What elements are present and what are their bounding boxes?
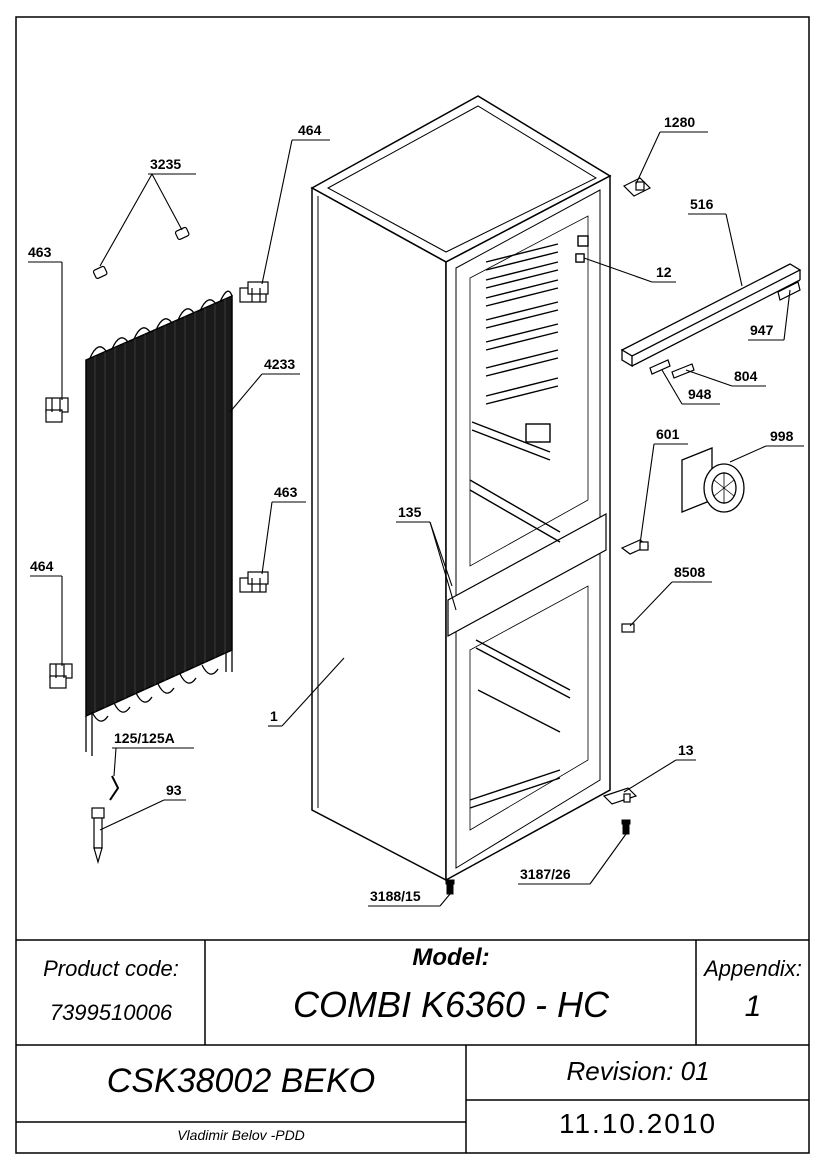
cabinet-body — [310, 95, 612, 882]
pipe-part-125 — [109, 775, 120, 801]
fan-part-998 — [681, 447, 745, 513]
foot-part-3187 — [621, 819, 631, 835]
product-code-label: Product code: — [43, 956, 179, 981]
clip-part-463-right — [239, 571, 269, 593]
callout-601: 601 — [656, 426, 680, 442]
drain-part-93 — [91, 807, 105, 865]
leader-lines — [28, 131, 804, 907]
callout-125-125a: 125/125A — [114, 730, 175, 746]
callout-12: 12 — [656, 264, 672, 280]
model-label: Model: — [412, 944, 490, 971]
callout-1280: 1280 — [664, 114, 695, 130]
callout-3188-15: 3188/15 — [370, 888, 421, 904]
callout-948: 948 — [688, 386, 712, 402]
part-12 — [575, 253, 585, 263]
revision: Revision: 01 — [566, 1056, 710, 1086]
callout-464-upper: 464 — [298, 122, 322, 138]
callout-463-right: 463 — [274, 484, 298, 500]
callout-804: 804 — [734, 368, 758, 384]
callout-463-left: 463 — [28, 244, 52, 260]
callout-464-left: 464 — [30, 558, 54, 574]
clip-part-463-left — [45, 397, 69, 423]
drawing-frame — [15, 16, 810, 1154]
callout-8508: 8508 — [674, 564, 705, 580]
callout-1: 1 — [270, 708, 278, 724]
part-947 — [777, 281, 801, 301]
model-value: COMBI K6360 - HC — [292, 984, 610, 1025]
callout-93: 93 — [166, 782, 182, 798]
callout-4233: 4233 — [264, 356, 295, 372]
callout-516: 516 — [690, 196, 714, 212]
foot-part-3188 — [445, 879, 455, 895]
callout-3187-26: 3187/26 — [520, 866, 571, 882]
author: Vladimir Belov -PDD — [177, 1127, 305, 1143]
plug-part-3235 — [92, 226, 190, 280]
callout-998: 998 — [770, 428, 794, 444]
appendix-label: Appendix: — [704, 956, 802, 981]
callout-135: 135 — [398, 504, 422, 520]
title-block-grid — [16, 939, 809, 1153]
clip-part-464-right — [239, 281, 269, 303]
appendix-value: 1 — [744, 990, 762, 1023]
cover-part-516 — [620, 263, 802, 368]
hinge-part-601 — [620, 539, 650, 555]
catalog-number: CSK38002 BEKO — [106, 1062, 376, 1100]
part-8508 — [621, 623, 635, 633]
condenser-part — [85, 290, 233, 756]
callout-13: 13 — [678, 742, 694, 758]
revision-date: 11.10.2010 — [558, 1108, 718, 1139]
product-code-value: 7399510006 — [49, 1000, 173, 1025]
callout-3235: 3235 — [150, 156, 181, 172]
clip-part-464-left — [49, 663, 73, 689]
part-948-804 — [649, 359, 695, 379]
callout-947: 947 — [750, 322, 774, 338]
hinge-part-1280 — [622, 177, 652, 197]
hinge-part-13 — [602, 787, 638, 805]
cabinet-shelves — [469, 235, 589, 809]
